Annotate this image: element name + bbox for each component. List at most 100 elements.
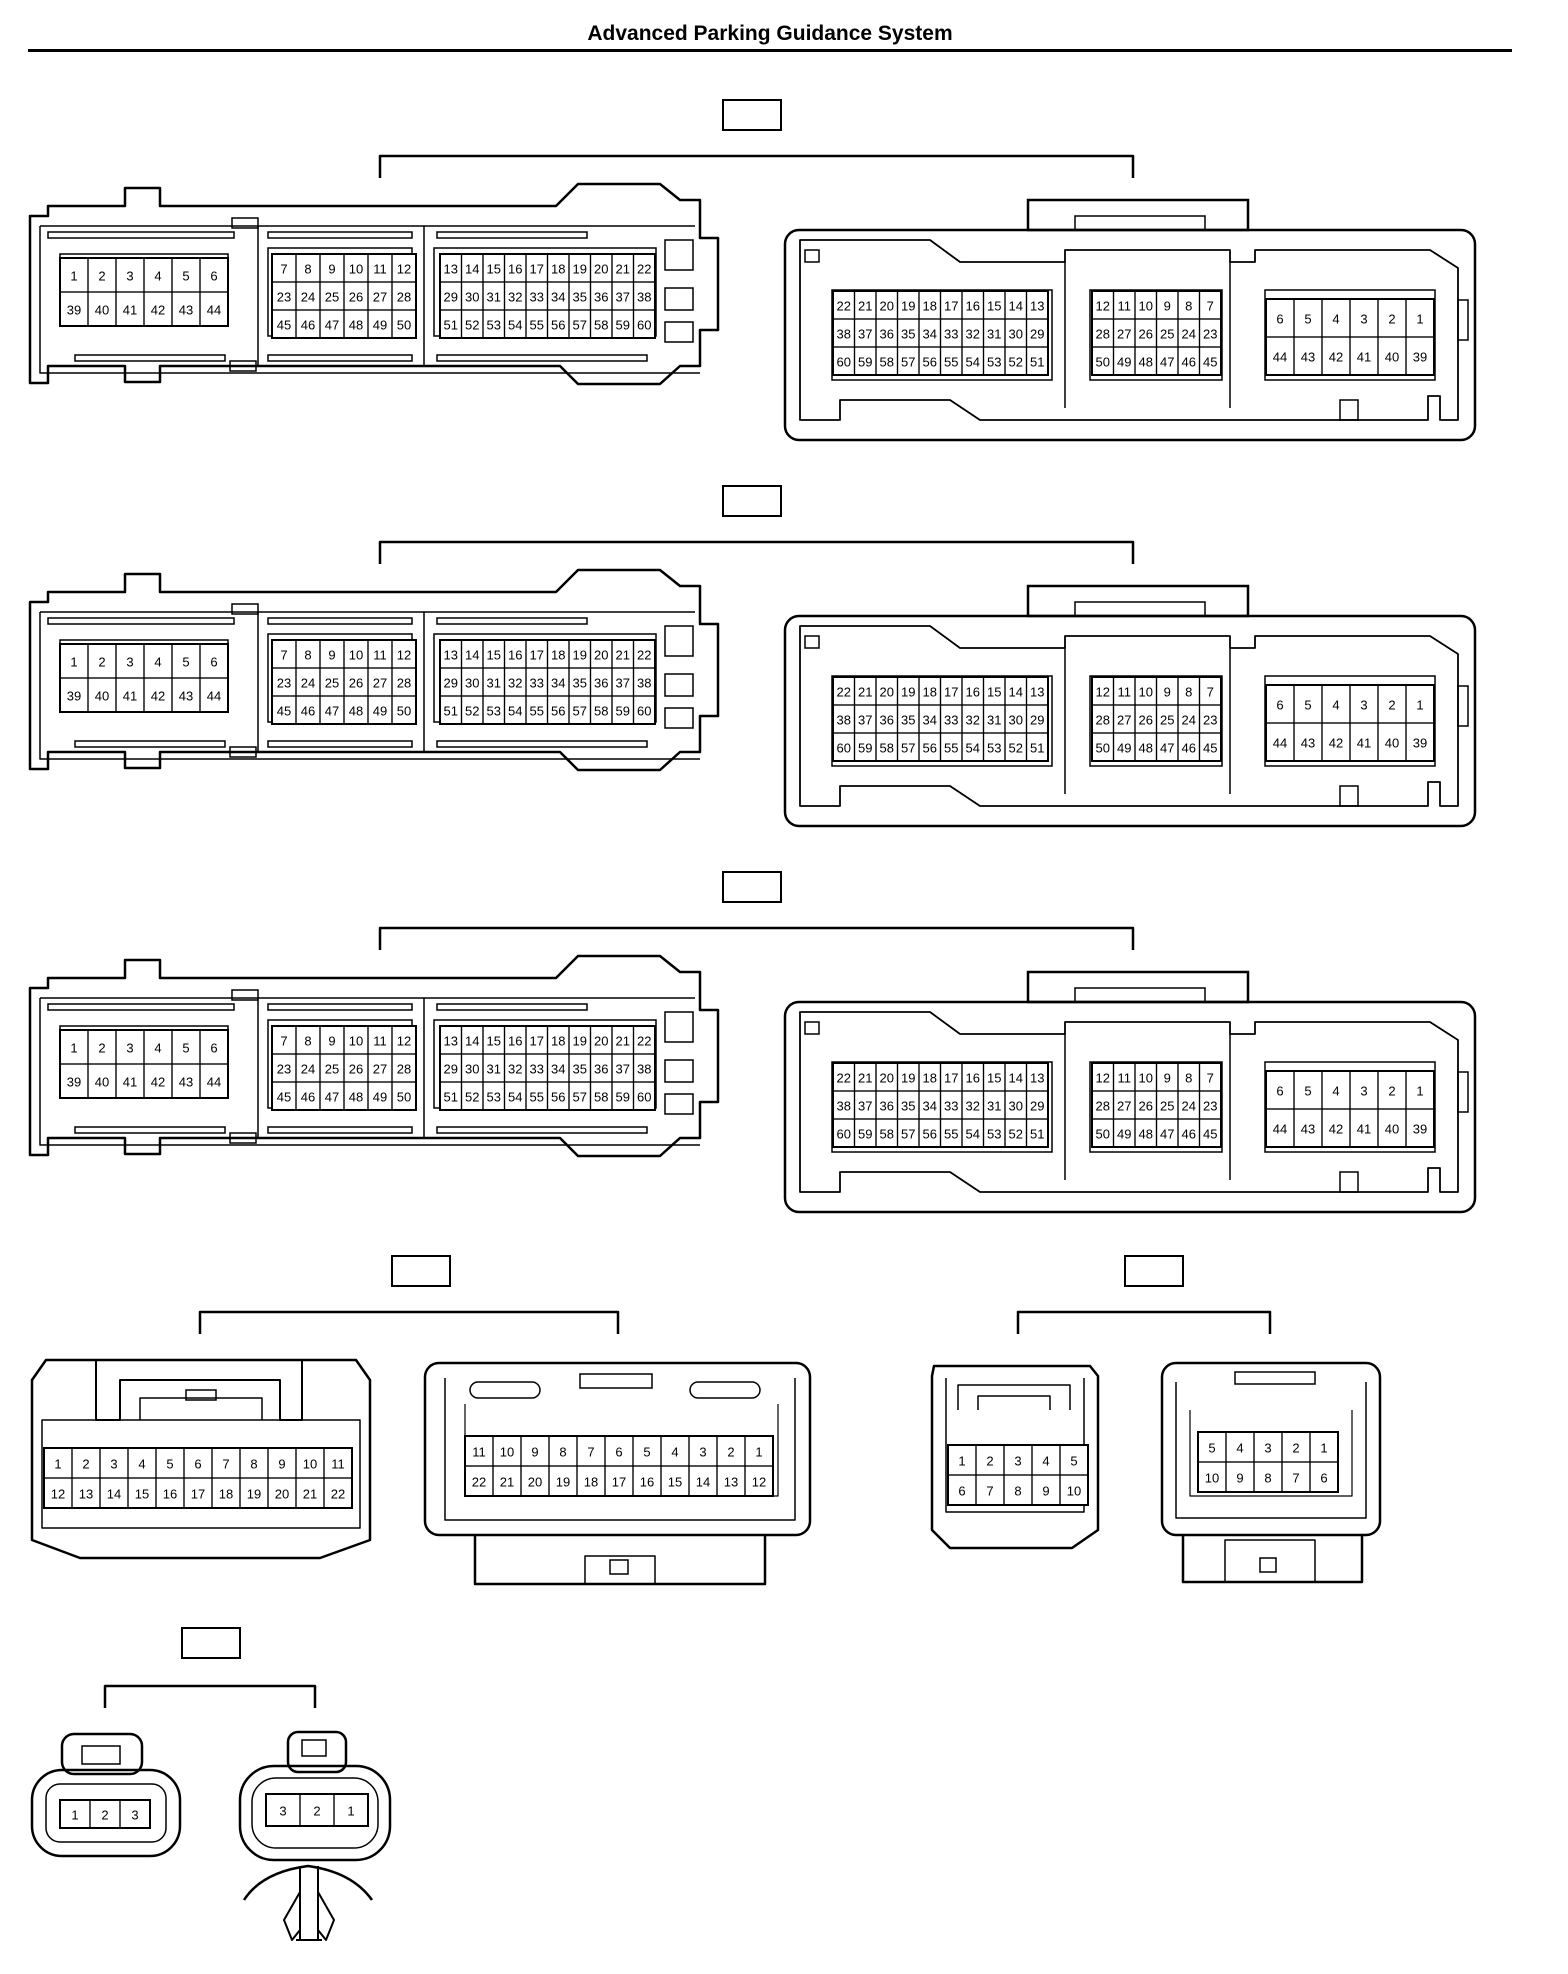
pin-number: 40 <box>1385 736 1399 751</box>
pin-number: 1 <box>70 269 77 284</box>
pin-number: 31 <box>987 327 1001 342</box>
pin-number: 25 <box>1160 1099 1174 1114</box>
pin-number: 17 <box>530 262 544 277</box>
pin-number: 38 <box>837 713 851 728</box>
pin-number: 9 <box>1164 1071 1171 1086</box>
housing-outline <box>283 1891 301 1941</box>
pin-number: 21 <box>303 1487 317 1502</box>
pin-number: 2 <box>98 655 105 670</box>
pin-number: 11 <box>331 1457 345 1472</box>
pin-number: 9 <box>1164 685 1171 700</box>
pin-number: 28 <box>1096 327 1110 342</box>
pin-number: 5 <box>182 1041 189 1056</box>
pin-cell <box>1198 732 1222 762</box>
pin-number: 39 <box>1413 736 1427 751</box>
pin-number: 20 <box>594 648 608 663</box>
pin-cell <box>632 309 656 339</box>
pin-number: 19 <box>573 262 587 277</box>
housing-outline <box>39 612 700 760</box>
pin-number: 42 <box>151 689 165 704</box>
housing-outline <box>579 1373 653 1389</box>
pin-number: 41 <box>1357 736 1371 751</box>
housing-outline <box>231 603 259 615</box>
pin-number: 30 <box>465 676 479 691</box>
pin-number: 14 <box>465 262 479 277</box>
pin-number: 42 <box>1329 350 1343 365</box>
housing-outline <box>799 625 1459 807</box>
pin-number: 14 <box>696 1475 710 1490</box>
connector-tag-box <box>722 485 782 517</box>
pin-number: 28 <box>397 1062 411 1077</box>
pin-number: 4 <box>1332 312 1339 327</box>
pin-number: 1 <box>958 1454 965 1469</box>
pin-number: 15 <box>135 1487 149 1502</box>
pin-number: 56 <box>923 355 937 370</box>
pin-number: 40 <box>1385 1122 1399 1137</box>
pin-number: 7 <box>986 1484 993 1499</box>
pin-number: 57 <box>573 318 587 333</box>
housing-outline <box>231 989 259 1001</box>
housing-outline <box>1026 970 1250 1004</box>
pin-number: 23 <box>1203 327 1217 342</box>
pin-number: 22 <box>637 648 651 663</box>
pin-number: 45 <box>1203 741 1217 756</box>
pin-number: 8 <box>559 1445 566 1460</box>
pin-number: 3 <box>1360 312 1367 327</box>
pin-number: 49 <box>1117 355 1131 370</box>
pin-number: 19 <box>573 1034 587 1049</box>
pin-number: 12 <box>752 1475 766 1490</box>
pin-number: 2 <box>1292 1441 1299 1456</box>
housing-outline <box>60 1732 144 1776</box>
pin-number: 27 <box>373 1062 387 1077</box>
housing-outline <box>799 1011 1459 1193</box>
pin-number: 37 <box>616 676 630 691</box>
pin-number: 45 <box>1203 1127 1217 1142</box>
pin-number: 53 <box>987 355 1001 370</box>
pin-number: 39 <box>1413 1122 1427 1137</box>
housing-outline <box>423 1361 812 1537</box>
pin-number: 49 <box>373 704 387 719</box>
pin-number: 57 <box>573 704 587 719</box>
pin-number: 9 <box>1042 1484 1049 1499</box>
pin-number: 6 <box>1320 1471 1327 1486</box>
pin-number: 46 <box>301 704 315 719</box>
pin-number: 24 <box>1182 1099 1196 1114</box>
housing-outline <box>30 1768 182 1858</box>
pin-number: 58 <box>594 1090 608 1105</box>
pin-number: 7 <box>222 1457 229 1472</box>
housing-outline <box>81 1745 121 1765</box>
housing-outline <box>242 1864 374 1901</box>
pin-number: 12 <box>397 1034 411 1049</box>
pin-number: 8 <box>1185 685 1192 700</box>
housing-outline <box>185 1389 217 1401</box>
pin-number: 60 <box>837 741 851 756</box>
pin-number: 36 <box>880 327 894 342</box>
housing-outline <box>1016 1310 1272 1334</box>
pin-number: 16 <box>508 262 522 277</box>
housing-outline <box>229 746 257 758</box>
pin-number: 20 <box>594 262 608 277</box>
pin-number: 40 <box>95 1075 109 1090</box>
pin-number: 56 <box>923 1127 937 1142</box>
pin-number: 6 <box>958 1484 965 1499</box>
pin-number: 19 <box>901 685 915 700</box>
pin-number: 49 <box>1117 741 1131 756</box>
pin-number: 13 <box>444 1034 458 1049</box>
pin-cell <box>391 309 417 339</box>
pin-cell <box>1025 732 1049 762</box>
pin-number: 2 <box>1388 1084 1395 1099</box>
pin-cell <box>391 695 417 725</box>
pin-number: 50 <box>397 704 411 719</box>
pin-number: 38 <box>637 290 651 305</box>
pin-cell <box>1025 346 1049 376</box>
housing-outline <box>45 1783 167 1843</box>
pin-number: 55 <box>944 355 958 370</box>
pin-number: 20 <box>880 299 894 314</box>
pin-number: 56 <box>551 1090 565 1105</box>
pin-number: 14 <box>1009 685 1023 700</box>
